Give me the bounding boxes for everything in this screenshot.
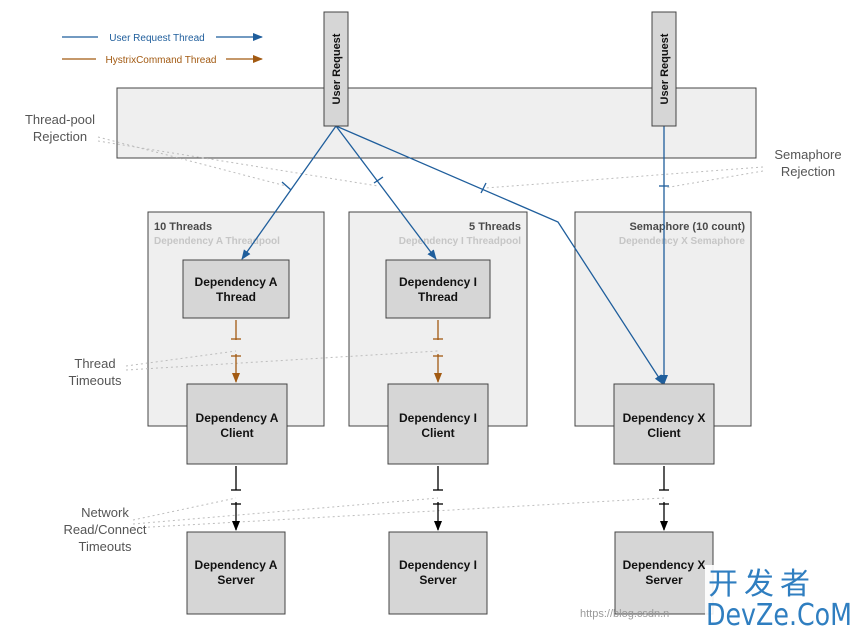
server-i-line2: Server xyxy=(419,573,457,587)
semaphore-rejection-line2: Rejection xyxy=(781,164,835,179)
server-a-line1: Dependency A xyxy=(195,558,278,572)
tick-pool-i xyxy=(373,176,384,184)
thread-timeouts-line1: Thread xyxy=(74,356,115,371)
callout-lines xyxy=(97,136,764,529)
thread-i-line1: Dependency I xyxy=(399,275,477,289)
thread-a: Dependency A Thread xyxy=(182,259,290,319)
server-a: Dependency A Server xyxy=(186,531,286,615)
server-i-line1: Dependency I xyxy=(399,558,477,572)
server-x-box xyxy=(614,531,714,615)
arrow-request-to-thread-i xyxy=(335,125,437,260)
thread-a-box xyxy=(182,259,290,319)
legend-user-label-bg xyxy=(98,30,216,44)
watermark-bg xyxy=(705,565,855,631)
pool-i-title: 5 Threads xyxy=(469,221,521,233)
callout-line-thread-i xyxy=(125,350,439,371)
callout-line-sema-2 xyxy=(663,170,764,189)
client-a-line2: Client xyxy=(220,426,253,440)
callout-line-thread-a xyxy=(125,350,237,367)
server-a-line2: Server xyxy=(217,573,255,587)
callout-line-sema-1 xyxy=(484,166,764,189)
watermark-brand: DevZe.CoM xyxy=(706,598,852,633)
semaphore-rejection-line1: Semaphore xyxy=(774,147,841,162)
thread-timeouts-line2: Timeouts xyxy=(69,373,122,388)
thread-i-box xyxy=(385,259,491,319)
callout-line-pool-i xyxy=(97,140,379,187)
user-request-right-label: User Request xyxy=(659,33,671,104)
pool-a-subtitle: Dependency A Threadpool xyxy=(154,236,280,247)
user-request-left-label: User Request xyxy=(331,33,343,104)
callout-line-net-i xyxy=(132,497,439,525)
watermark-url: https://blog.csdn.n xyxy=(580,608,669,620)
client-i-line1: Dependency I xyxy=(399,411,477,425)
client-x: Dependency X Client xyxy=(613,383,715,465)
legend-hystrix-label: HystrixCommand Thread xyxy=(106,55,217,66)
thread-a-line1: Dependency A xyxy=(195,275,278,289)
watermark: https://blog.csdn.n 开发者 DevZe.CoM xyxy=(580,565,855,633)
callout-labels: Thread-pool Rejection Semaphore Rejectio… xyxy=(25,112,842,554)
client-a-box xyxy=(186,383,288,465)
client-a: Dependency A Client xyxy=(186,383,288,465)
callout-line-net-x xyxy=(132,497,665,529)
rejection-ticks xyxy=(281,176,669,194)
user-request-right: User Request xyxy=(651,11,677,127)
client-i: Dependency I Client xyxy=(387,383,489,465)
network-timeouts-line3: Timeouts xyxy=(79,539,132,554)
callout-line-pool-a xyxy=(97,136,287,187)
client-x-line1: Dependency X xyxy=(623,411,706,425)
network-arrows xyxy=(231,466,669,531)
server-i-box xyxy=(388,531,488,615)
tick-pool-a xyxy=(281,181,292,191)
callout-line-net-a xyxy=(132,497,237,521)
pool-x-subtitle: Dependency X Semaphore xyxy=(619,236,746,247)
server-x-line1: Dependency X xyxy=(623,558,706,572)
legend-user-label: User Request Thread xyxy=(109,33,204,44)
thread-a-line2: Thread xyxy=(216,290,256,304)
client-x-box xyxy=(613,383,715,465)
server-x: Dependency X Server xyxy=(614,531,714,615)
hystrix-arrows xyxy=(231,320,443,383)
legend-hystrix-label-bg xyxy=(96,52,226,66)
watermark-chinese: 开发者 xyxy=(708,567,816,602)
client-i-box xyxy=(387,383,489,465)
user-request-arrows xyxy=(241,124,668,385)
tick-pool-x xyxy=(480,182,487,194)
network-timeouts-line1: Network xyxy=(81,505,129,520)
server-i: Dependency I Server xyxy=(388,531,488,615)
client-i-line2: Client xyxy=(421,426,454,440)
user-request-left-box xyxy=(323,11,349,127)
pool-i-subtitle: Dependency I Threadpool xyxy=(399,236,521,247)
pool-a-title: 10 Threads xyxy=(154,221,212,233)
client-x-line2: Client xyxy=(647,426,680,440)
thread-pool-rejection-line1: Thread-pool xyxy=(25,112,95,127)
arrow-request-to-thread-a xyxy=(241,125,337,260)
arrow-request-to-client-x xyxy=(335,125,664,385)
server-x-line2: Server xyxy=(645,573,683,587)
user-request-left: User Request xyxy=(323,11,349,127)
client-a-line1: Dependency A xyxy=(196,411,279,425)
thread-pool-rejection-line2: Rejection xyxy=(33,129,87,144)
server-a-box xyxy=(186,531,286,615)
thread-i-line2: Thread xyxy=(418,290,458,304)
thread-i: Dependency I Thread xyxy=(385,259,491,319)
request-container xyxy=(116,87,757,159)
user-request-right-box xyxy=(651,11,677,127)
network-timeouts-line2: Read/Connect xyxy=(63,522,146,537)
legend: User Request Thread HystrixCommand Threa… xyxy=(62,30,263,66)
pool-x-title: Semaphore (10 count) xyxy=(629,221,745,233)
